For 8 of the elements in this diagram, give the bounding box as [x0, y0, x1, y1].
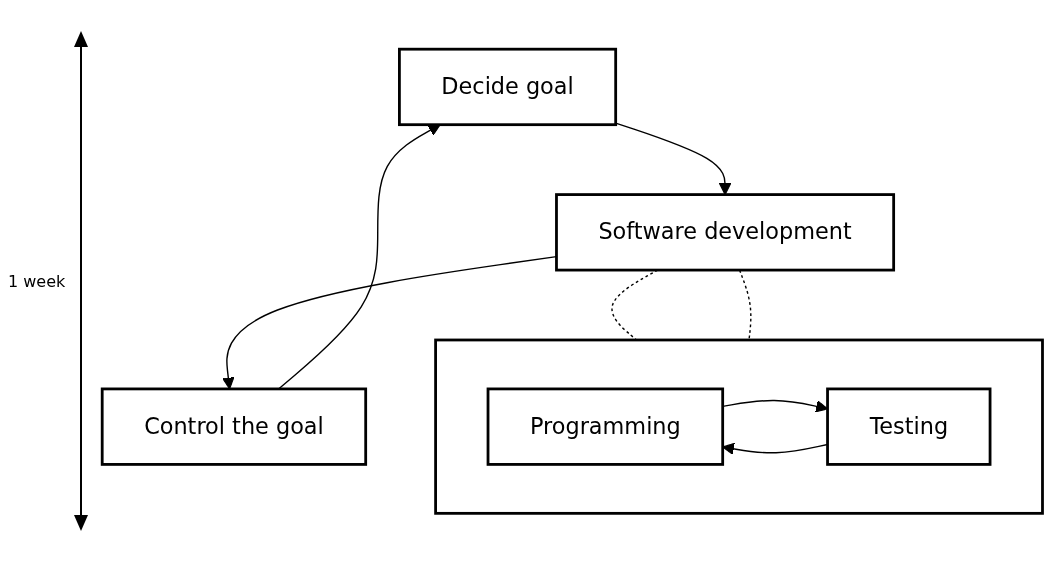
- duration-label: 1 week: [8, 271, 66, 291]
- node-box: Software development: [555, 192, 896, 272]
- node-box: Programming: [486, 387, 725, 466]
- arrow: [615, 122, 732, 195]
- node-box: Testing: [826, 387, 992, 466]
- node-box: Decide goal: [398, 47, 618, 126]
- cluster: [434, 338, 1045, 515]
- node-box: Control the goal: [101, 387, 368, 466]
